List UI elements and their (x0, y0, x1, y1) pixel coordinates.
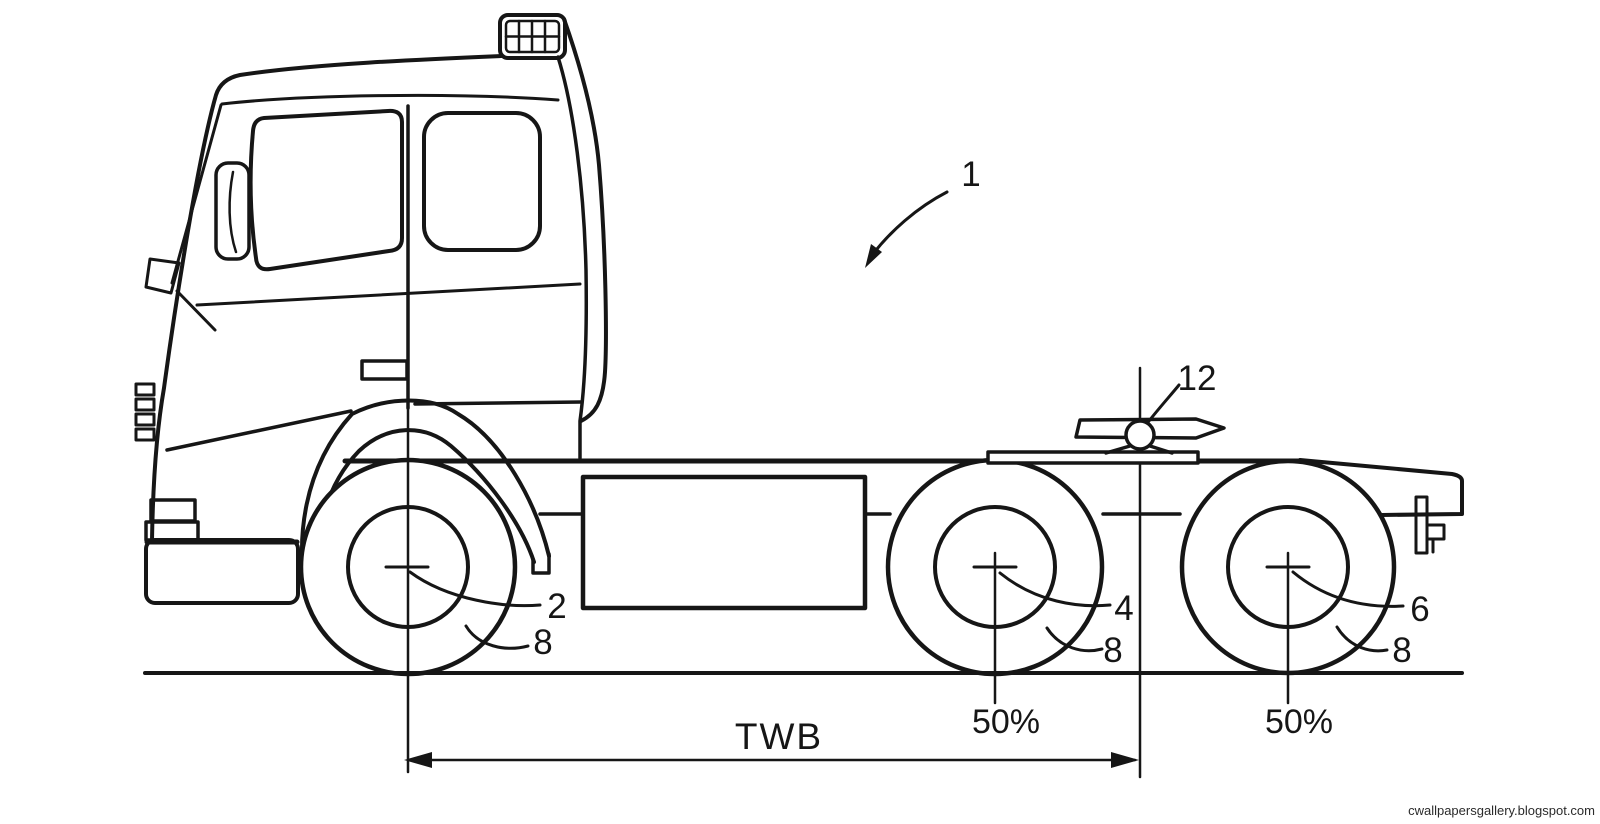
dimension-arrowhead-left (404, 752, 432, 768)
label-middle-axle-load: 50% (972, 703, 1040, 741)
label-middle-tire: 8 (1103, 631, 1122, 670)
front-step-rungs (134, 382, 156, 442)
leader-rear-tire (1335, 625, 1389, 653)
door-window (248, 108, 404, 272)
frame-rear-taper (1298, 458, 1464, 517)
fifth-wheel-baseplate (986, 450, 1200, 465)
mudflap-bracket (1414, 495, 1446, 555)
body-crease-upper (195, 282, 582, 307)
fifth-wheel-legs (1104, 444, 1174, 455)
side-mirror (214, 161, 251, 261)
leader-truck (871, 190, 949, 256)
roof-header-line (220, 93, 560, 106)
leader-rear-axle (1291, 570, 1405, 608)
leader-front-tire (464, 624, 530, 650)
cab (134, 13, 608, 605)
front-bumper (144, 498, 300, 605)
aero-deflector (562, 17, 608, 423)
dimension-arrowhead-right (1111, 752, 1139, 768)
windscreen-corner (144, 257, 181, 295)
body-crease-lower (165, 409, 353, 452)
fifth-wheel-pivot (1124, 419, 1156, 451)
label-rear-tire: 8 (1392, 631, 1411, 670)
mirror-arm-line (175, 289, 217, 332)
label-rear-axle-load: 50% (1265, 703, 1333, 741)
rear-side-window (422, 111, 542, 252)
fifth-wheel-assembly (986, 417, 1226, 465)
label-rear-axle: 6 (1410, 590, 1429, 629)
label-truck: 1 (961, 155, 980, 194)
a-pillar-inner-line (170, 103, 223, 285)
fuel-tank-box (580, 474, 868, 611)
cab-skirt-line (413, 400, 583, 406)
leader-front-axle (408, 570, 542, 608)
label-middle-axle: 4 (1114, 589, 1133, 628)
watermark-text: cwallpapersgallery.blogspot.com (1408, 803, 1595, 818)
label-wheelbase: TWB (735, 716, 823, 757)
leader-fifth-wheel (1147, 383, 1181, 423)
cab-rear-wall (556, 55, 588, 460)
door-handle (360, 359, 409, 381)
roof-sign-grille (498, 13, 567, 60)
leader-middle-tire (1045, 626, 1104, 653)
label-fifth-wheel: 12 (1178, 359, 1217, 398)
label-front-tire: 8 (533, 623, 552, 662)
label-front-axle: 2 (547, 587, 566, 626)
leader-middle-axle (998, 571, 1112, 608)
wheelbase-dimension: TWB 50% 50% (404, 703, 1333, 768)
reference-numerals: 1 2 8 4 8 6 8 12 (408, 155, 1430, 670)
leader-truck-arrowhead (865, 244, 882, 268)
cab-outline (150, 54, 503, 542)
